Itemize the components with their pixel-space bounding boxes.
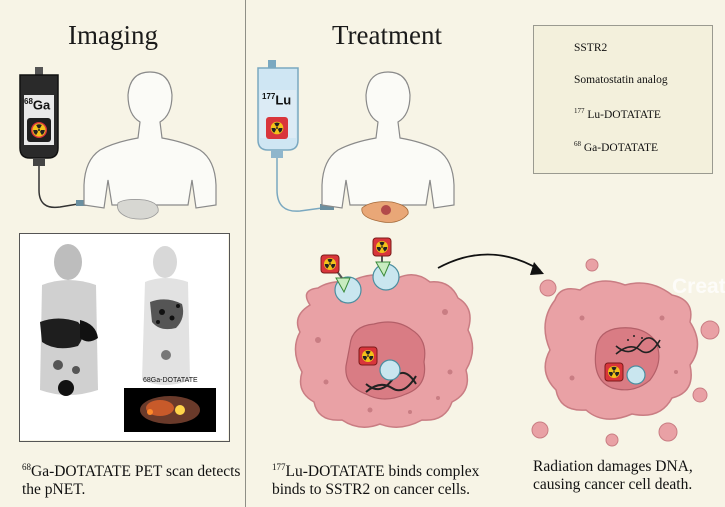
caption-treatment: 177Lu-DOTATATE binds complex binds to SS… bbox=[272, 462, 480, 499]
cancer-cell bbox=[294, 274, 474, 428]
treatment-body bbox=[321, 71, 455, 223]
pet-scan-label: 68Ga-DOTATATE bbox=[143, 377, 198, 384]
pet-scan-frame bbox=[19, 233, 230, 442]
ga-bag-element: Ga bbox=[32, 97, 51, 113]
legend-item-somatostatin-analog: Somatostatin analog bbox=[574, 74, 668, 86]
transition-arrow bbox=[437, 253, 541, 271]
legend-item-ga-dotatate: 68 Ga-DOTATATE bbox=[574, 140, 659, 154]
caption-imaging: 68Ga-DOTATATE PET scan detects the pNET. bbox=[22, 462, 241, 499]
membrane-receptor-1 bbox=[321, 255, 362, 304]
lu-bag-mass: 177 bbox=[262, 92, 276, 101]
legend-item-sstr2: SSTR2 bbox=[574, 42, 608, 54]
ga-bag-mass: 68 bbox=[24, 97, 33, 106]
membrane-receptor-2 bbox=[372, 238, 400, 291]
legend: SSTR2 Somatostatin analog 177 Lu-DOTATAT… bbox=[533, 25, 713, 174]
ga-bag-label: 68Ga bbox=[24, 97, 50, 112]
watermark: Creat bbox=[672, 275, 725, 298]
dying-cell bbox=[531, 258, 720, 447]
lu-iv-bag bbox=[257, 60, 334, 212]
legend-item-lu-dotatate: 177 Lu-DOTATATE bbox=[574, 107, 661, 121]
caption-death: Radiation damages DNA, causing cancer ce… bbox=[533, 458, 693, 493]
lu-bag-label: 177Lu bbox=[262, 92, 291, 107]
imaging-body bbox=[83, 71, 217, 220]
pet-scan-image bbox=[20, 234, 228, 440]
treatment-title: Treatment bbox=[332, 20, 442, 50]
lu-bag-element: Lu bbox=[275, 92, 292, 108]
panel-divider bbox=[245, 0, 246, 507]
imaging-title: Imaging bbox=[68, 20, 158, 50]
ga-iv-bag bbox=[19, 67, 90, 209]
